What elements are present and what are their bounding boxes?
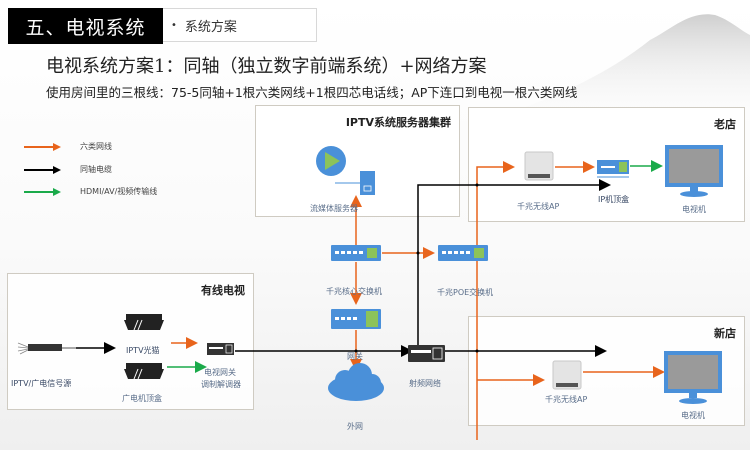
hdmi-lines (167, 160, 663, 373)
rf-network-device-icon (408, 345, 445, 362)
signal-source-cable-icon (17, 342, 76, 355)
new-store-ap-icon (552, 360, 582, 390)
new-store-tv-icon (664, 351, 722, 404)
legend-item-cat6: 六类网线 (22, 141, 112, 152)
panel-cable-tv: 有线电视 (7, 273, 254, 410)
panel-title: 有线电视 (201, 284, 245, 297)
new-store-tv-label: 电视机 (681, 411, 705, 420)
legend-label: 同轴电缆 (80, 165, 112, 174)
bullet: • (171, 19, 177, 31)
page-title: 电视系统方案1：同轴（独立数字前端系统）+网络方案 (46, 56, 487, 77)
coax-lines (76, 179, 611, 357)
legend-label: HDMI/AV/视频传输线 (80, 187, 158, 196)
new-store-ap-label: 千兆无线AP (545, 395, 588, 404)
cat6-line-poe-to-old-ap (476, 161, 515, 440)
legend-item-hdmi: HDMI/AV/视频传输线 (22, 186, 157, 197)
tv-gateway-modulator-icon (207, 343, 234, 355)
signal-source-label: IPTV/广电信号源 (11, 379, 72, 388)
legend-label: 六类网线 (80, 142, 112, 151)
legend-item-coax: 同轴电缆 (22, 164, 112, 175)
panel-title: 老店 (714, 118, 736, 131)
orange-arrow-icon (24, 142, 61, 151)
core-switch-label: 千兆核心交换机 (326, 287, 382, 296)
iptv-optical-modem-icon (124, 314, 164, 331)
section-title: 五、电视系统 (8, 8, 163, 44)
gateway-label: 网关 (347, 352, 363, 361)
cable-stb-icon (124, 363, 164, 380)
gateway-label-line1: 电视网关 (204, 368, 236, 377)
green-arrow-icon (24, 187, 61, 196)
rf-network-label: 射频网络 (409, 379, 441, 388)
streaming-server-label: 流媒体服务器 (310, 204, 358, 213)
panel-title: 新店 (714, 327, 736, 340)
poe-switch-label: 千兆POE交换机 (437, 288, 494, 297)
section-subtitle: 系统方案 (184, 19, 237, 35)
page-subtitle: 使用房间里的三根线：75-5同轴+1根六类网线+1根四芯电话线；AP下连口到电视… (46, 85, 578, 100)
ip-stb-icon (597, 160, 629, 178)
cable-stb-label: 广电机顶盒 (122, 394, 162, 403)
cat6-lines (171, 161, 665, 440)
streaming-server-icon (316, 146, 375, 195)
iptv-modem-label: IPTV光猫 (126, 346, 160, 355)
gateway-router-icon (331, 309, 381, 329)
old-store-ap-icon (524, 151, 554, 181)
internet-cloud-icon (328, 363, 384, 401)
coax-line-rf-to-old-store (417, 179, 611, 345)
old-store-ap-label: 千兆无线AP (517, 202, 560, 211)
section-subtitle-box: • 系统方案 (163, 8, 317, 42)
ip-stb-label: IP机顶盒 (598, 195, 630, 204)
old-store-tv-icon (665, 145, 723, 197)
black-arrow-icon (24, 165, 61, 174)
panel-title: IPTV系统服务器集群 (345, 116, 451, 129)
mountain-background (450, 14, 750, 130)
core-switch-icon (331, 245, 381, 261)
old-store-tv-label: 电视机 (682, 205, 706, 214)
junction-dots (354, 183, 479, 353)
poe-switch-icon (438, 245, 488, 261)
gateway-label-line2: 调制解调器 (201, 380, 241, 389)
internet-label: 外网 (347, 422, 363, 431)
